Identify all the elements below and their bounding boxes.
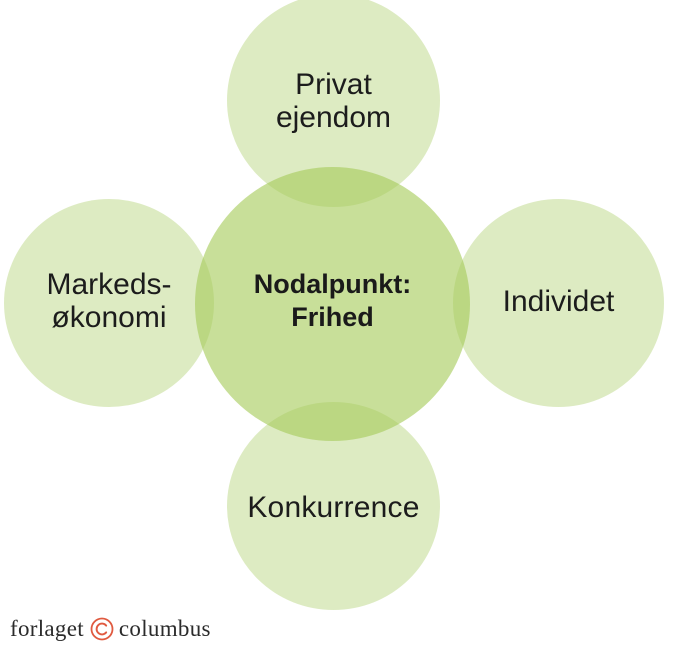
center-node-label: Nodalpunkt: Frihed (253, 268, 412, 332)
copyright-icon (90, 617, 114, 641)
node-label: Privat ejendom (275, 67, 392, 134)
node-market-economy: Markeds- økonomi (4, 199, 214, 407)
publisher-prefix: forlaget (10, 616, 84, 641)
nodal-point-diagram: Privat ejendom Markeds- økonomi Individe… (4, 0, 664, 610)
center-node-nodal-point: Nodalpunkt: Frihed (195, 167, 470, 441)
node-label: Markeds- økonomi (46, 268, 172, 334)
node-individual: Individet (453, 199, 664, 407)
node-label: Konkurrence (247, 490, 420, 524)
publisher-name: columbus (118, 616, 211, 641)
publisher-logo: forlaget columbus (10, 613, 211, 645)
node-label: Individet (502, 284, 615, 318)
